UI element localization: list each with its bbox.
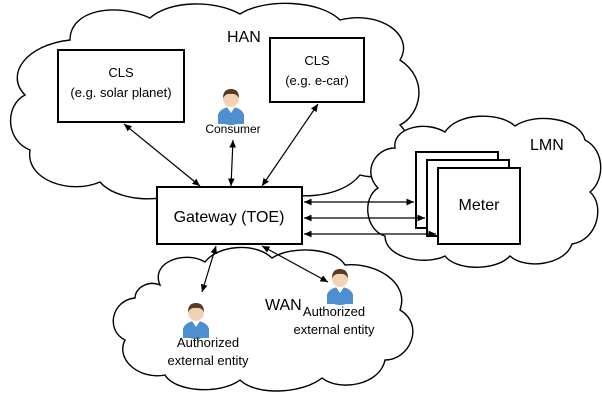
gateway-box [156, 186, 303, 245]
meter-label: Meter [459, 197, 501, 214]
meter-node: Meter [415, 151, 521, 245]
entity-right-node: Authorized external entity [294, 269, 375, 337]
cls-solar-box [57, 49, 185, 123]
cls-ecar-box [269, 37, 365, 103]
cls-ecar-title: CLS [304, 53, 330, 68]
consumer-node: Consumer [205, 89, 261, 136]
wan-label: WAN [265, 297, 302, 314]
cls-solar-subtitle: (e.g. solar planet) [70, 85, 171, 100]
lmn-label: LMN [530, 137, 564, 154]
cls-solar-title: CLS [108, 65, 134, 80]
entity-left-line1: Authorized [177, 335, 239, 350]
entity-right-line2: external entity [294, 322, 375, 337]
cls-ecar-subtitle: (e.g. e-car) [285, 73, 349, 88]
consumer-label: Consumer [205, 122, 260, 136]
gateway-label: Gateway (TOE) [174, 209, 285, 226]
edge-consumer-gateway [227, 139, 237, 187]
gateway-node: Gateway (TOE) [156, 186, 303, 245]
edge-gateway-entity-left [200, 245, 218, 293]
cls-ecar-node: CLS (e.g. e-car) [269, 37, 365, 103]
edge-cls-ecar-gateway [261, 103, 319, 187]
entity-left-node: Authorized external entity [168, 303, 249, 368]
cls-solar-node: CLS (e.g. solar planet) [57, 49, 185, 123]
edge-gateway-entity-right [261, 245, 329, 283]
han-label: HAN [227, 29, 261, 46]
edge-cls-solar-gateway [123, 123, 201, 187]
wan-cloud [112, 246, 414, 392]
entity-left-line2: external entity [168, 353, 249, 368]
entity-right-line1: Authorized [303, 304, 365, 319]
meter-box-front [437, 167, 521, 245]
